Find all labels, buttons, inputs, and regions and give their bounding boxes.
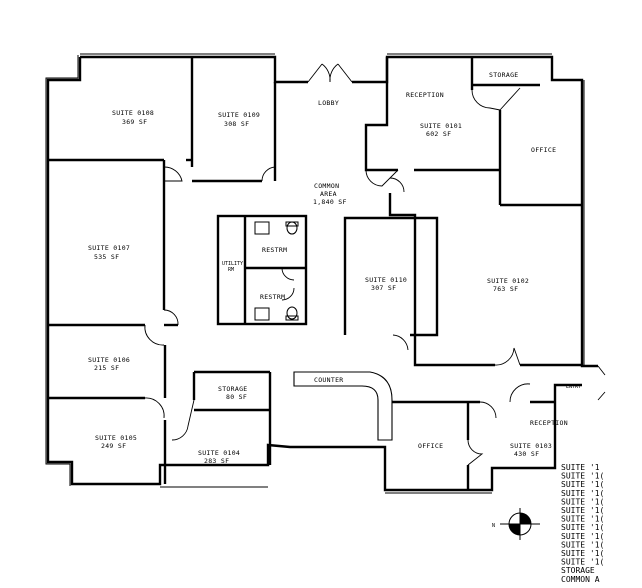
legend-line: STORAGE: [561, 566, 595, 575]
legend-line: SUITE '1(: [561, 489, 604, 498]
common-area-line2: AREA: [320, 190, 337, 198]
doors: [144, 63, 606, 466]
suite-0107-area: 535 SF: [94, 253, 119, 261]
office-right-name: OFFICE: [531, 146, 556, 154]
legend-line: SUITE '1(: [561, 558, 604, 567]
suite-0104-name: SUITE 0104: [198, 449, 240, 457]
lobby-name: LOBBY: [318, 99, 339, 107]
suite-0106-area: 215 SF: [94, 364, 119, 372]
legend-line: SUITE '1(: [561, 480, 604, 489]
restrm-top-name: RESTRM: [262, 246, 287, 254]
suite-0101-name: SUITE 0101: [420, 122, 462, 130]
legend-line: SUITE '1(: [561, 497, 604, 506]
common-area-line1: COMMON: [314, 182, 339, 190]
legend-line: SUITE '1(: [561, 549, 604, 558]
suite-0110-name: SUITE 0110: [365, 276, 407, 284]
counter-name: COUNTER: [314, 376, 344, 384]
legend-line: SUITE '1(: [561, 532, 604, 541]
office-bottom-name: OFFICE: [418, 442, 443, 450]
restrm-bottom-name: RESTRM: [260, 293, 285, 301]
legend-line: SUITE '1(: [561, 515, 604, 524]
storage-top-name: STORAGE: [489, 71, 519, 79]
suite-0104-area: 283 SF: [204, 457, 229, 465]
suite-0110-area: 307 SF: [371, 284, 396, 292]
suite-0109-area: 308 SF: [224, 120, 249, 128]
legend-line: SUITE '1(: [561, 523, 604, 532]
room-labels: SUITE 0108 369 SF SUITE 0109 308 SF SUIT…: [88, 71, 581, 465]
legend-line: SUITE '1(: [561, 506, 604, 515]
restroom-fixtures: [254, 221, 299, 321]
storage-mid-name: STORAGE: [218, 385, 248, 393]
suite-0105-area: 249 SF: [101, 442, 126, 450]
suite-0107-name: SUITE 0107: [88, 244, 130, 252]
interior-walls: [48, 57, 582, 490]
utility-line2: RM: [228, 267, 234, 273]
legend-line: COMMON A: [561, 575, 600, 584]
suite-0108-area: 369 SF: [122, 118, 147, 126]
suite-0108-name: SUITE 0108: [112, 109, 154, 117]
suite-0103-area: 430 SF: [514, 450, 539, 458]
suite-0105-name: SUITE 0105: [95, 434, 137, 442]
reception-bottom-name: RECEPTION: [530, 419, 568, 427]
suite-0102-name: SUITE 0102: [487, 277, 529, 285]
entry-name: ENTRY: [566, 384, 581, 390]
suite-0102-area: 763 SF: [493, 285, 518, 293]
reception-top-name: RECEPTION: [406, 91, 444, 99]
suite-0106-name: SUITE 0106: [88, 356, 130, 364]
utility-line1: UTILITY: [222, 261, 243, 267]
suite-0109-name: SUITE 0109: [218, 111, 260, 119]
suite-0103-name: SUITE 0103: [510, 442, 552, 450]
legend-line: SUITE '1(: [561, 540, 604, 549]
storage-mid-area: 80 SF: [226, 393, 247, 401]
suite-0101-area: 602 SF: [426, 130, 451, 138]
legend-line: SUITE '1(: [561, 472, 604, 481]
north-arrow-label: N: [492, 523, 495, 529]
north-arrow-icon: N: [492, 508, 540, 540]
common-area-area: 1,840 SF: [313, 198, 347, 206]
legend-line: SUITE '1: [561, 463, 600, 472]
